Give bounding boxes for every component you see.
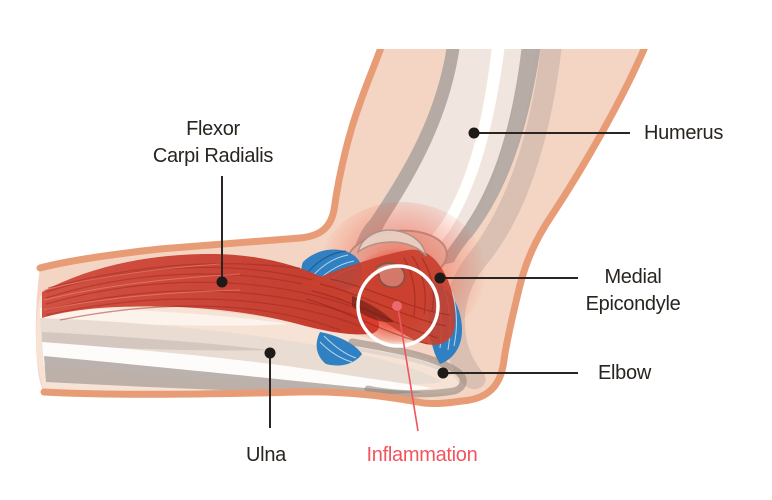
muscle-sweep (300, 249, 456, 345)
label-medial-line1: Medial (604, 266, 662, 288)
skin-border-inner (36, 49, 385, 272)
internal-anatomy (36, 49, 562, 398)
arm-figure (35, 49, 648, 408)
forearm-bone-shadow (42, 332, 270, 351)
inflammation-highlight-circle (356, 264, 440, 348)
upper-arm-fascia (444, 49, 562, 390)
forearm-bone-white (42, 342, 432, 392)
muscle-fiber-highlights (43, 263, 241, 311)
inflammation-leader-line (397, 307, 419, 432)
leader-lines (221, 132, 630, 428)
label-medial-epicondyle: Medial Epicondyle (553, 264, 713, 318)
flexor-leader-dot (216, 276, 228, 288)
label-ulna: Ulna (246, 444, 286, 466)
leader-dots (216, 127, 480, 379)
skin-border-outer (40, 49, 648, 408)
label-humerus: Humerus (644, 122, 724, 144)
humerus-highlight-stripe (424, 49, 505, 252)
inflammation-point (392, 301, 402, 311)
ulna-leader-dot (264, 347, 276, 359)
label-flexor-line1: Flexor (186, 118, 240, 140)
elbow-capsule-outline (348, 338, 467, 398)
label-medial-line2: Epicondyle (585, 293, 681, 315)
humerus-leader-dot (468, 127, 480, 139)
forearm-bone-beige (40, 318, 442, 385)
forearm-bone-gray (44, 356, 424, 395)
elbow-leader-dot (437, 367, 449, 379)
condyle-crest (356, 229, 427, 257)
flexor-muscle (42, 229, 456, 345)
label-flexor-line2: Carpi Radialis (152, 145, 274, 167)
humerus-right-shade (462, 49, 536, 238)
label-inflammation: Inflammation (366, 444, 478, 466)
medial-leader-dot (434, 272, 446, 284)
label-flexor-carpi-radialis: Flexor Carpi Radialis (88, 116, 338, 170)
joint-fold-shadow (352, 296, 394, 323)
label-elbow: Elbow (598, 362, 651, 384)
